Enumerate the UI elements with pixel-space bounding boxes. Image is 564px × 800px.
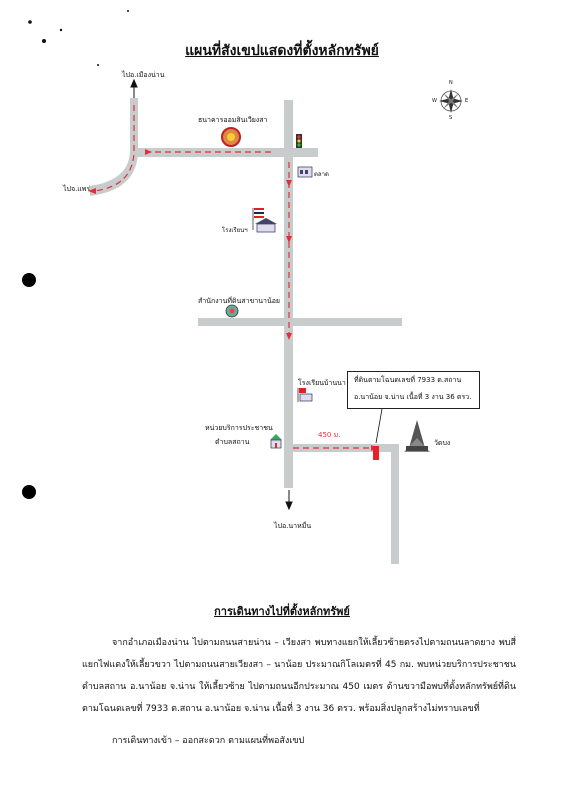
route-line [93,105,372,449]
north-arrow [130,78,138,88]
info-line-1: ที่ดินตามโฉนดเลขที่ 7933 ต.สถาน [354,376,462,384]
punch-hole [22,273,36,287]
temple-icon [404,420,430,452]
arrow-west [88,188,96,194]
directions-heading: การเดินทางไปที่ตั้งหลักทรัพย์ [214,605,350,618]
south-arrow [285,501,293,511]
roads [90,98,402,564]
traffic-light-icon [296,134,302,148]
property-marker [373,446,379,460]
bank-road [130,148,318,157]
info-line-2: อ.นาน้อย จ.น่าน เนื้อที่ 3 งาน 36 ตรว. [354,393,472,401]
compass-s: S [449,115,453,121]
label-service-unit-2: ตำบลสถาน [215,438,250,446]
label-to-nan-city: ไปอ.เมืองน่าน [122,71,165,79]
school-ban-na-icon [297,388,313,402]
south-road [284,440,293,488]
label-market: ตลาด [314,171,329,178]
land-office-logo-icon [225,304,239,318]
label-land-office: สำนักงานที่ดินสาขานาน้อย [198,297,281,305]
label-distance: 450 ม. [318,431,341,439]
label-school-ban-na: โรงเรียนบ้านนา [298,379,346,387]
compass-rose-icon [439,89,463,113]
punch-hole [22,485,36,499]
directions-access: การเดินทางเข้า – ออกสะดวก ตามแผนที่พอสัง… [112,736,305,746]
land-office-road [198,318,402,326]
label-to-na-muen: ไปอ.นาหมื่น [274,522,312,530]
temple-road [391,444,399,564]
bank-logo-icon [221,127,241,147]
compass-e: E [465,98,469,104]
compass-n: N [449,80,453,86]
label-service-unit-1: หน่วยบริการประชาชน [205,424,273,432]
callout-line [375,408,383,444]
label-bank: ธนาคารออมสินเวียงสา [198,116,268,124]
compass-w: W [432,98,437,104]
property-info-box: ที่ดินตามโฉนดเลขที่ 7933 ต.สถาน อ.นาน้อย… [347,371,480,409]
school-icon [252,208,277,233]
directions-body: จากอำเภอเมืองน่าน ไปตามถนนสายน่าน – เวีย… [82,638,516,714]
arrow-down-3 [286,333,292,340]
scan-specks [28,10,129,66]
label-temple: วัดบง [434,439,451,447]
service-unit-icon [270,434,282,449]
label-school: โรงเรียนฯ [222,227,248,234]
map-canvas [28,10,463,564]
label-to-phrae: ไปจ.แพร่ [63,185,91,193]
arrow-down-1 [286,180,292,187]
arrow-down-2 [286,236,292,243]
arrow-east [145,149,152,155]
curved-road [90,98,138,196]
market-icon [297,166,313,178]
map-title: แผนที่สังเขปแสดงที่ตั้งหลักทรัพย์ [185,43,379,59]
direction-arrows [130,78,293,511]
